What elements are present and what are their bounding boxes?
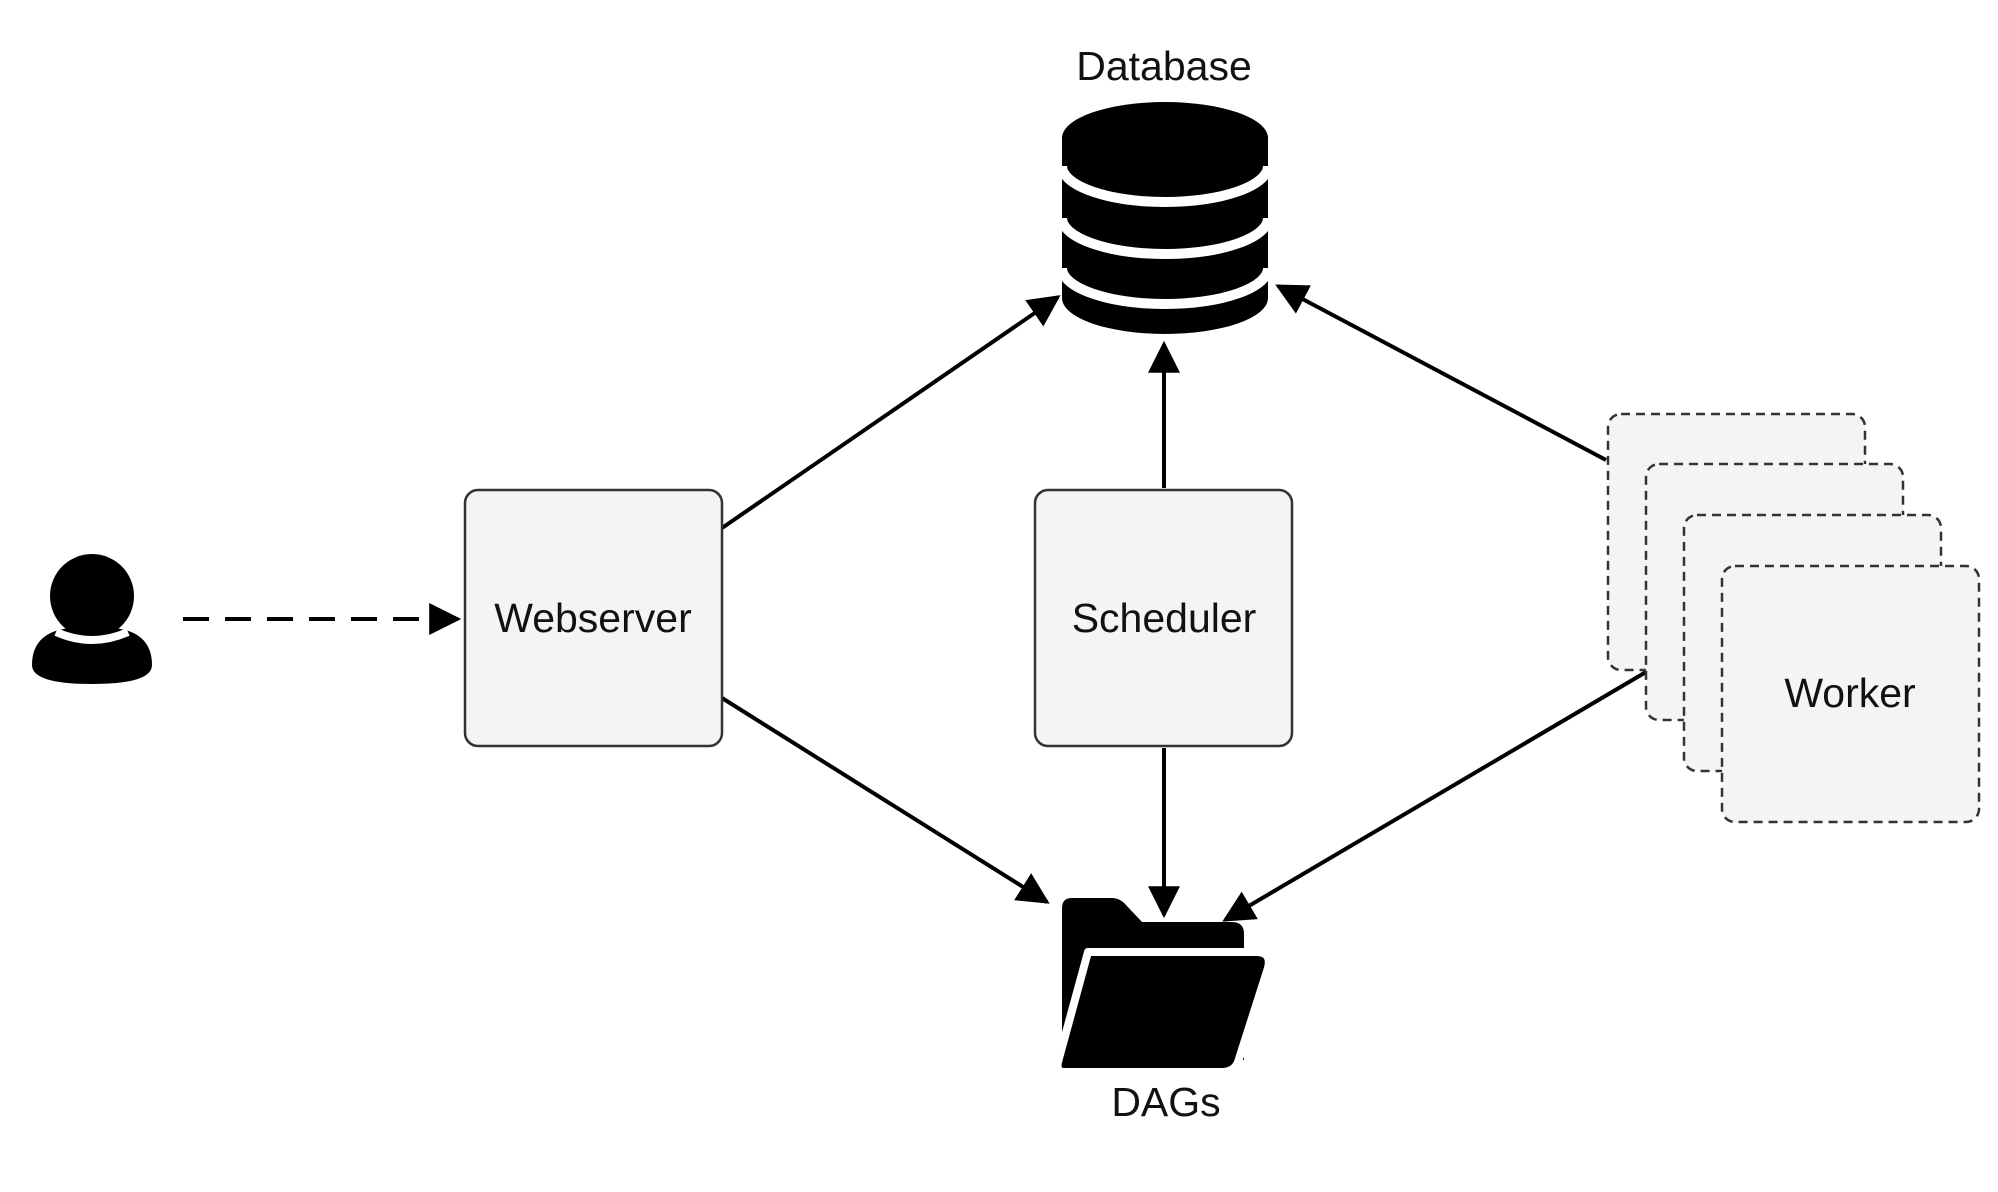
database-icon bbox=[1057, 102, 1273, 334]
folder-icon bbox=[1053, 898, 1273, 1076]
worker-stack[interactable]: Worker bbox=[1606, 412, 1981, 824]
user-icon bbox=[32, 554, 152, 684]
webserver-box bbox=[463, 488, 724, 748]
webserver-label: Webserver bbox=[494, 595, 691, 641]
edges bbox=[183, 284, 1648, 922]
scheduler-label: Scheduler bbox=[1072, 595, 1257, 641]
dags-label: DAGs bbox=[1111, 1079, 1220, 1125]
scheduler-node[interactable]: Scheduler bbox=[1033, 488, 1294, 748]
worker-label: Worker bbox=[1784, 670, 1915, 716]
edge-webserver-database bbox=[720, 295, 1061, 530]
database-label: Database bbox=[1076, 43, 1252, 89]
edge-worker-dags bbox=[1222, 670, 1648, 922]
edge-worker-database bbox=[1275, 284, 1607, 462]
edge-webserver-dags bbox=[720, 696, 1050, 904]
worker-box bbox=[1720, 564, 1981, 824]
webserver-node[interactable]: Webserver bbox=[463, 488, 724, 748]
scheduler-box bbox=[1033, 488, 1294, 748]
